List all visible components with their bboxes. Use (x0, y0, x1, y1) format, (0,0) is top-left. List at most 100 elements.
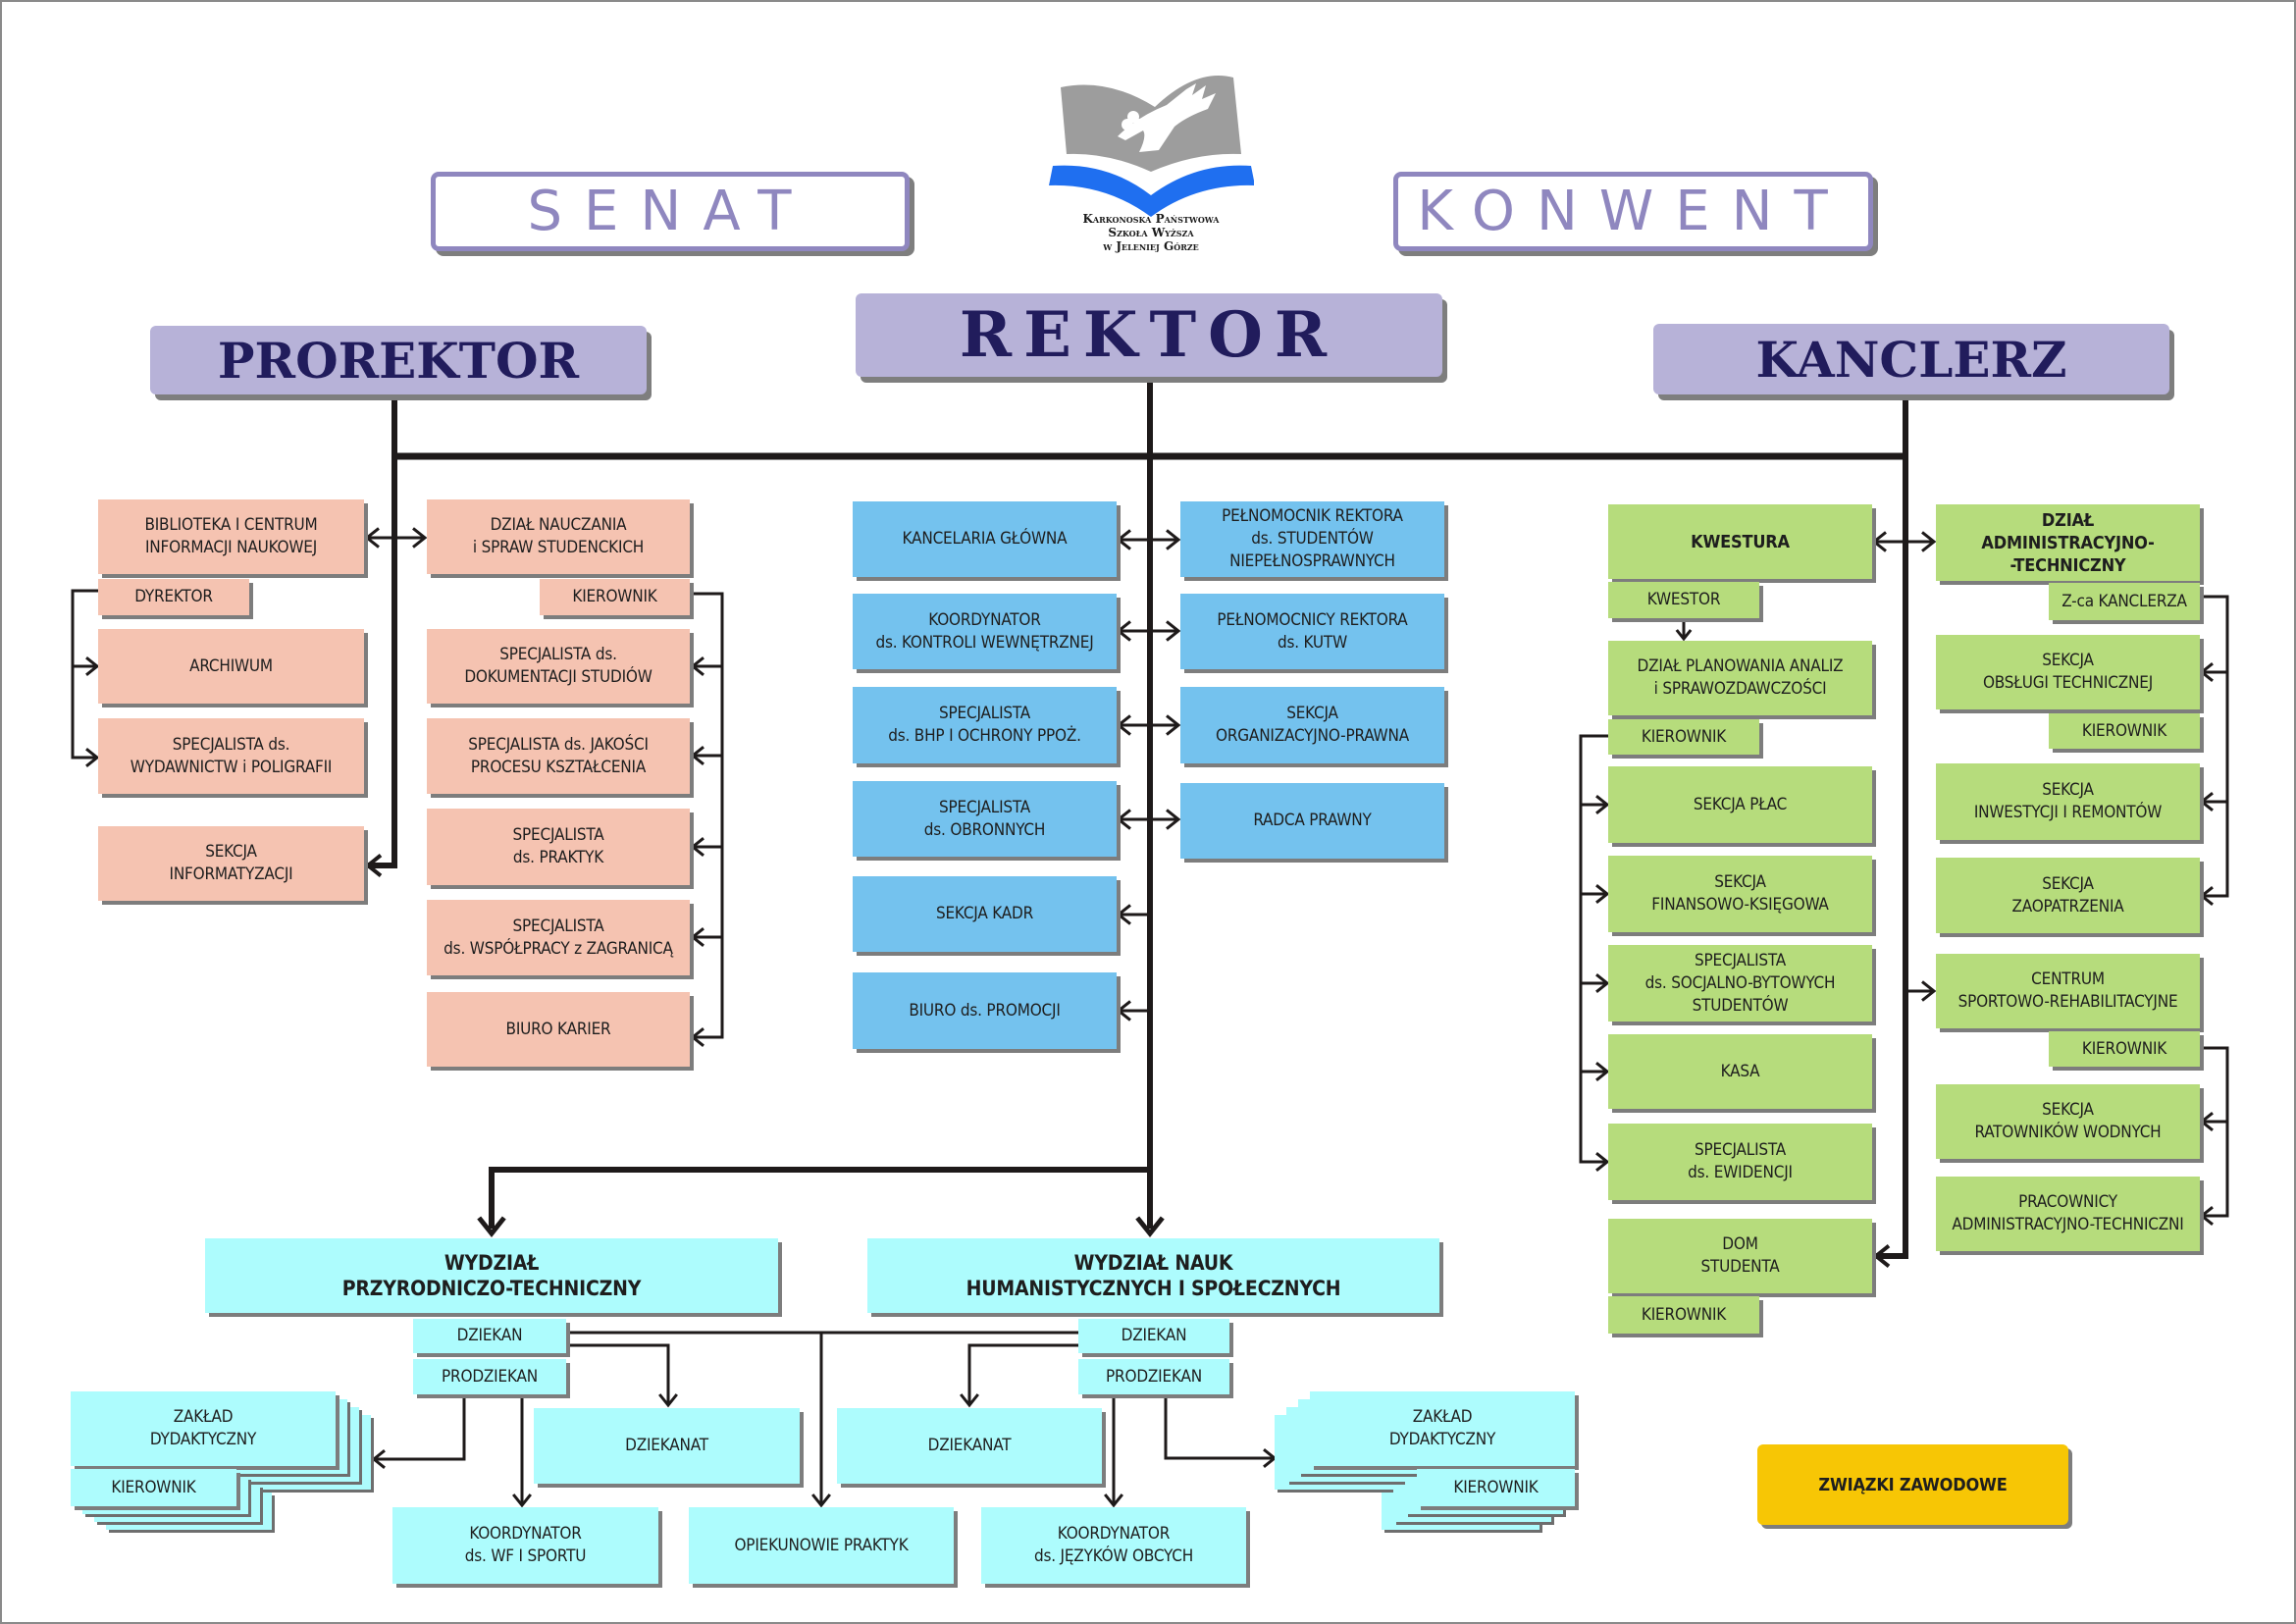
bhp-box: SPECJALISTA ds. BHP I OCHRONY PPOŻ. (853, 687, 1117, 763)
kadry-box: SEKCJA KADR (853, 876, 1117, 952)
arrowhead-icon (1116, 904, 1131, 925)
dzial-planowania-kierownik-box: KIEROWNIK (1608, 719, 1759, 755)
prorektor-label: PROREKTOR (217, 331, 580, 390)
connector-line (566, 1343, 670, 1403)
rektor-label: REKTOR (959, 298, 1339, 372)
wydawnictwa-label: SPECJALISTA ds. WYDAWNICTW i POLIGRAFII (130, 734, 333, 777)
senat-box: SENAT (431, 172, 910, 251)
wpt-zaklad-label: ZAKŁAD DYDAKTYCZNY (149, 1407, 257, 1449)
zaopatrzenie-label: SEKCJA ZAOPATRZENIA (2011, 873, 2124, 917)
arrowhead-icon (1116, 529, 1131, 550)
wpt-prodziekan-label: PRODZIEKAN (442, 1366, 538, 1387)
arrowhead-icon (690, 927, 704, 947)
arrowhead-icon (85, 748, 100, 767)
arrowhead-icon (690, 746, 704, 765)
archiwum-label: ARCHIWUM (189, 655, 273, 676)
place-box: SEKCJA PŁAC (1608, 766, 1872, 843)
wpt-zaklad-box: ZAKŁAD DYDAKTYCZNY (71, 1391, 336, 1466)
centrum-label: CENTRUM SPORTOWO-REHABILITACYJNE (1957, 969, 2178, 1012)
zwiazki-box: ZWIĄZKI ZAWODOWE (1757, 1444, 2068, 1525)
wnhs-label: WYDZIAŁ NAUK HUMANISTYCZNYCH I SPOŁECZNY… (965, 1251, 1341, 1300)
senat-label: SENAT (527, 180, 813, 243)
arrowhead-icon (1116, 809, 1131, 830)
connector-line (71, 589, 98, 760)
arrowhead-icon (1921, 980, 1937, 1002)
biuro-karier-label: BIURO KARIER (505, 1019, 611, 1039)
arrowhead-icon (1595, 1062, 1610, 1081)
wydawnictwa-box: SPECJALISTA ds. WYDAWNICTW i POLIGRAFII (98, 718, 364, 794)
zca-kanclerza-box: Z-ca KANCLERZA (2049, 583, 2200, 620)
centrum-kierownik-box: KIEROWNIK (2049, 1031, 2200, 1067)
wnhs-dziekanat-box: DZIEKANAT (837, 1408, 1102, 1484)
pracownicy-box: PRACOWNICY ADMINISTRACYJNO-TECHNICZNI (1936, 1177, 2200, 1251)
kanclerz-box: KANCLERZ (1653, 324, 2169, 394)
arrowhead-icon (1116, 714, 1131, 736)
dzial-nauczania-kierownik-box: KIEROWNIK (540, 579, 690, 615)
wpt-box: WYDZIAŁ PRZYRODNICZO-TECHNICZNY (205, 1238, 778, 1313)
promocja-label: BIURO ds. PROMOCJI (909, 1000, 1061, 1021)
arrowhead-icon (2199, 662, 2214, 682)
finansowo-ksiegowa-label: SEKCJA FINANSOWO-KSIĘGOWA (1651, 872, 1829, 915)
konwent-box: KONWENT (1393, 172, 1873, 251)
faculty-branch (489, 1167, 1150, 1229)
ratownicy-label: SEKCJA RATOWNIKÓW WODNYCH (1974, 1100, 2162, 1142)
kwestura-label: KWESTURA (1691, 531, 1790, 552)
dokumentacja-box: SPECJALISTA ds. DOKUMENTACJI STUDIÓW (427, 629, 690, 704)
connector-line (1579, 734, 1608, 1164)
arrowhead-icon (1166, 714, 1181, 736)
arrowhead-icon (690, 837, 704, 857)
connector-line (2200, 1046, 2229, 1218)
dyrektor-box: DYREKTOR (98, 579, 249, 615)
dom-studenta-kierownik-box: KIEROWNIK (1608, 1296, 1759, 1334)
arrowhead-icon (1104, 1493, 1123, 1508)
centrum-kierownik-label: KIEROWNIK (2081, 1038, 2167, 1059)
pracownicy-label: PRACOWNICY ADMINISTRACYJNO-TECHNICZNI (1952, 1192, 2184, 1234)
arrowhead-icon (658, 1393, 678, 1408)
zca-kanclerza-label: Z-ca KANCLERZA (2061, 591, 2187, 611)
arrowhead-icon (1595, 884, 1610, 904)
arrowhead-icon (2199, 886, 2214, 906)
jakosc-box: SPECJALISTA ds. JAKOŚCI PROCESU KSZTAŁCE… (427, 718, 690, 794)
informatyzacja-box: SEKCJA INFORMATYZACJI (98, 826, 364, 901)
wpt-dziekan-label: DZIEKAN (456, 1326, 523, 1345)
kadry-label: SEKCJA KADR (935, 904, 1034, 923)
arrowhead-icon (2199, 1112, 2214, 1131)
arrowhead-icon (1921, 531, 1937, 552)
obsluga-box: SEKCJA OBSŁUGI TECHNICZNEJ (1936, 635, 2200, 709)
inwestycje-label: SEKCJA INWESTYCJI I REMONTÓW (1973, 780, 2163, 822)
dyrektor-label: DYREKTOR (134, 587, 213, 606)
wnhs-zaklad-label: ZAKŁAD DYDAKTYCZNY (1388, 1407, 1496, 1449)
wnhs-koordynator-box: KOORDYNATOR ds. JĘZYKÓW OBCYCH (981, 1507, 1246, 1584)
dzial-nauczania-kierownik-label: KIEROWNIK (572, 587, 657, 606)
biblioteka-box: BIBLIOTEKA I CENTRUM INFORMACJI NAUKOWEJ (98, 499, 364, 574)
arrowhead-icon (85, 656, 100, 676)
kwestura-box: KWESTURA (1608, 504, 1872, 579)
wpt-koordynator-box: KOORDYNATOR ds. WF I SPORTU (392, 1507, 658, 1584)
place-label: SEKCJA PŁAC (1693, 794, 1788, 814)
wnhs-koordynator-label: KOORDYNATOR ds. JĘZYKÓW OBCYCH (1033, 1524, 1194, 1566)
pelnomocnik-label: PEŁNOMOCNIK REKTORA ds. STUDENTÓW NIEPEŁ… (1222, 506, 1403, 571)
finansowo-ksiegowa-box: SEKCJA FINANSOWO-KSIĘGOWA (1608, 856, 1872, 932)
obronne-box: SPECJALISTA ds. OBRONNYCH (853, 781, 1117, 857)
radca-label: RADCA PRAWNY (1253, 811, 1372, 830)
wnhs-dziekan-label: DZIEKAN (1121, 1326, 1187, 1345)
wpt-label: WYDZIAŁ PRZYRODNICZO-TECHNICZNY (341, 1251, 642, 1300)
kutw-label: PEŁNOMOCNICY REKTORA ds. KUTW (1217, 609, 1408, 653)
wspolpraca-label: SPECJALISTA ds. WSPÓŁPRACY z ZAGRANICĄ (444, 916, 673, 959)
radca-box: RADCA PRAWNY (1180, 783, 1444, 859)
arrowhead-icon (960, 1393, 979, 1408)
wpt-dziekanat-box: DZIEKANAT (534, 1408, 800, 1484)
dokumentacja-label: SPECJALISTA ds. DOKUMENTACJI STUDIÓW (464, 645, 652, 687)
arrowhead-icon (1595, 795, 1610, 814)
arrowhead-icon (690, 656, 704, 676)
kontrola-box: KOORDYNATOR ds. KONTROLI WEWNĘTRZNEJ (853, 594, 1117, 669)
zaopatrzenie-box: SEKCJA ZAOPATRZENIA (1936, 858, 2200, 933)
arrowhead-icon (1116, 620, 1131, 642)
arrowhead-icon (477, 1216, 506, 1238)
socjalno-bytowe-box: SPECJALISTA ds. SOCJALNO-BYTOWYCH STUDEN… (1608, 945, 1872, 1022)
connector-line (1164, 1394, 1274, 1460)
arrowhead-icon (1871, 531, 1887, 552)
ewidencja-box: SPECJALISTA ds. EWIDENCJI (1608, 1124, 1872, 1200)
arrowhead-icon (512, 1493, 532, 1508)
